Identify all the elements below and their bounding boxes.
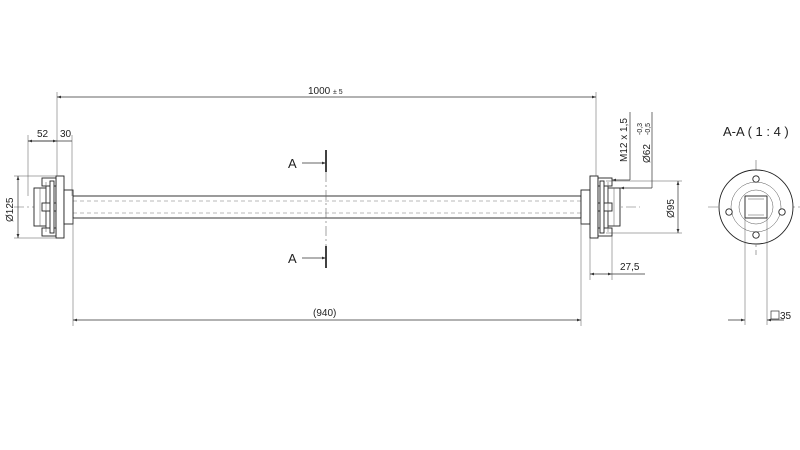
dim-bolt-circle-text: Ø95 — [666, 199, 677, 218]
dim-bearing-tol-lower-text: -0,5 — [645, 123, 652, 135]
dim-overall-length: 1000 ± 5 — [56, 86, 597, 176]
section-view-title: A-A ( 1 : 4 ) — [723, 124, 789, 139]
dim-overall-length-text: 1000 — [308, 86, 331, 97]
dim-tube-length-text: (940) — [313, 308, 336, 319]
left-hub — [33, 175, 74, 239]
dim-right-side: M12 x 1,5 Ø62 -0,3 -0,5 Ø95 27,5 — [589, 112, 682, 280]
axle-tube — [72, 195, 582, 219]
section-cut-line: A A — [288, 150, 327, 268]
dim-offset-right-text: 30 — [60, 129, 72, 140]
dim-flange-diameter: Ø125 — [5, 175, 56, 239]
section-marker-top: A — [288, 156, 297, 171]
right-hub — [580, 175, 621, 239]
square-symbol — [770, 310, 780, 320]
dim-flange-diameter-text: Ø125 — [5, 197, 16, 222]
dim-square-size-text: 35 — [780, 311, 792, 322]
dim-bearing-tol-upper-text: -0,3 — [637, 123, 644, 135]
dim-bearing-diameter-text: Ø62 — [642, 144, 653, 163]
dim-hub-width-text: 27,5 — [620, 262, 640, 273]
dim-left-offsets: 52 30 — [27, 129, 73, 196]
dim-tube-length: (940) — [72, 218, 582, 326]
dim-offset-left-text: 52 — [37, 129, 49, 140]
section-view: A-A ( 1 : 4 ) 35 — [708, 124, 800, 325]
dim-thread-text: M12 x 1,5 — [619, 118, 630, 162]
dim-overall-tolerance-text: ± 5 — [333, 89, 343, 96]
section-marker-bottom: A — [288, 251, 297, 266]
